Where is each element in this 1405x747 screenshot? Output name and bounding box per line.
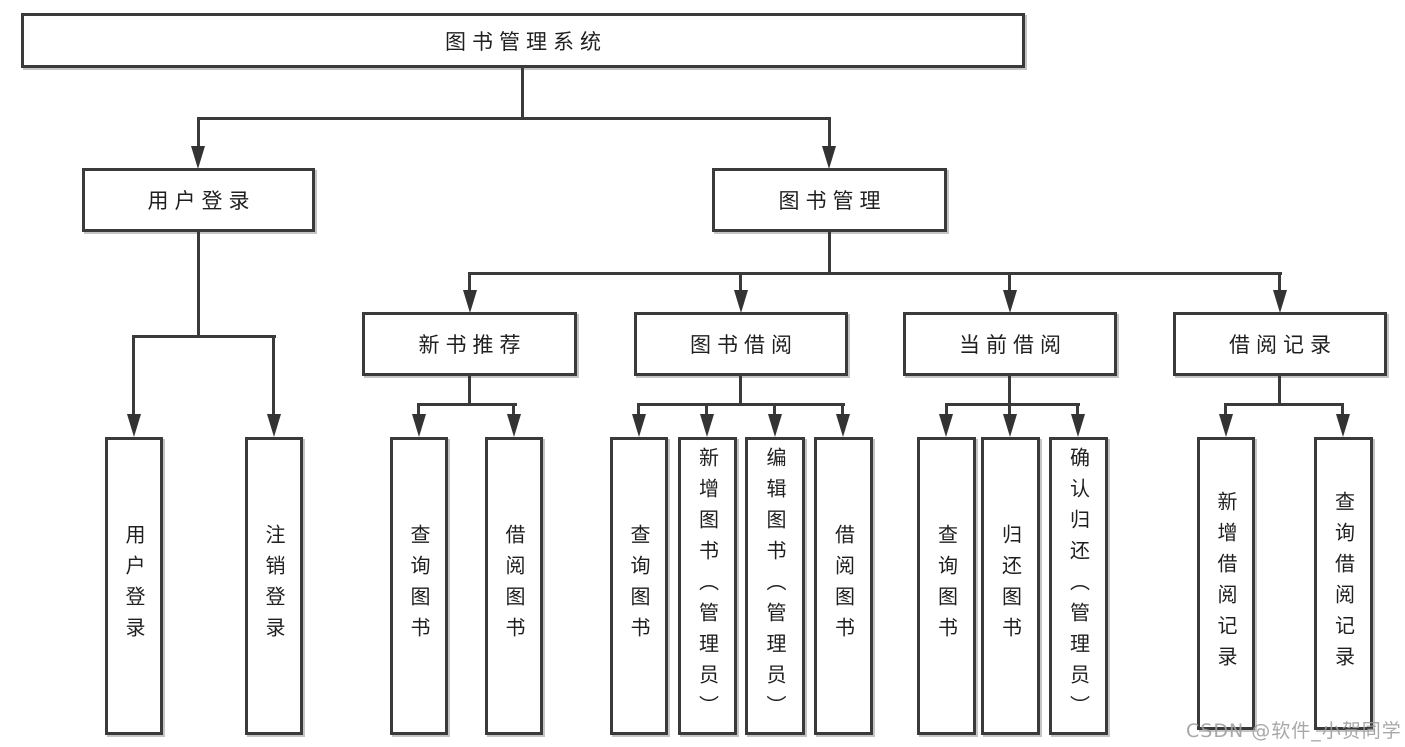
node-root: 图书管理系统 <box>21 13 1025 68</box>
node-book-management: 图书管理 <box>712 168 947 232</box>
node-borrow-records-label: 借阅记录 <box>1229 333 1337 357</box>
leaf-logout-label: 注销登录 <box>262 524 286 648</box>
leaf-borrow-lend-books: 借阅图书 <box>814 437 873 735</box>
connector-root-stem <box>521 68 524 119</box>
connector-recommend-stem <box>468 376 471 406</box>
connector-current-stem <box>1008 376 1011 406</box>
leaf-add-book-admin: 新增图书（管理员） <box>678 437 737 735</box>
connector-recommend-drop-1 <box>417 403 420 416</box>
leaf-add-borrow-record-label: 新增借阅记录 <box>1214 490 1238 677</box>
connector-recommend-drop-2 <box>512 403 515 416</box>
leaf-borrow-query-books: 查询图书 <box>610 437 668 735</box>
leaf-edit-book-admin: 编辑图书（管理员） <box>745 437 805 735</box>
leaf-logout: 注销登录 <box>245 437 303 735</box>
node-book-borrow-label: 图书借阅 <box>690 333 798 357</box>
node-new-book-recommend: 新书推荐 <box>362 312 577 376</box>
node-book-borrow: 图书借阅 <box>634 312 848 376</box>
arrowhead-recommend-borrow <box>507 414 521 437</box>
leaf-add-borrow-record: 新增借阅记录 <box>1197 437 1255 730</box>
leaf-return-books-label: 归还图书 <box>998 524 1023 648</box>
connector-level2-drop-right <box>828 117 831 148</box>
connector-current-drop-3 <box>1076 403 1079 416</box>
arrowhead-borrow-lend <box>836 414 850 437</box>
node-user-login: 用户登录 <box>82 168 315 232</box>
connector-user-rail <box>132 335 276 338</box>
connector-borrow-rail <box>637 403 845 406</box>
leaf-borrow-lend-books-label: 借阅图书 <box>831 524 856 648</box>
leaf-recommend-borrow-books-label: 借阅图书 <box>502 524 526 648</box>
connector-records-rail <box>1224 403 1344 406</box>
arrowhead-current-borrow <box>1003 290 1017 313</box>
arrowhead-leaf-logout <box>267 414 281 437</box>
connector-current-drop-2 <box>1008 403 1011 416</box>
connector-user-drop-2 <box>272 335 275 415</box>
connector-current-rail <box>945 403 1080 406</box>
arrowhead-borrow-query <box>632 414 646 437</box>
arrowhead-leaf-user-login <box>127 414 141 437</box>
node-book-management-label: 图书管理 <box>778 189 887 213</box>
arrowhead-user-login <box>191 146 205 169</box>
connector-recommend-rail <box>417 403 517 406</box>
arrowhead-borrow-records <box>1273 290 1287 313</box>
node-user-login-label: 用户登录 <box>147 189 256 213</box>
arrowhead-records-query <box>1336 414 1350 437</box>
connector-borrow-drop-3 <box>773 403 776 416</box>
connector-borrow-stem <box>739 376 742 406</box>
leaf-query-borrow-record: 查询借阅记录 <box>1314 437 1373 730</box>
leaf-confirm-return-admin-label: 确认归还（管理员） <box>1066 446 1091 726</box>
connector-records-drop-1 <box>1224 403 1227 416</box>
leaf-confirm-return-admin: 确认归还（管理员） <box>1049 437 1108 735</box>
arrowhead-current-query <box>939 414 953 437</box>
connector-book-stem <box>828 232 831 275</box>
connector-records-drop-2 <box>1341 403 1344 416</box>
connector-level3-rail <box>468 272 1282 275</box>
leaf-borrow-query-books-label: 查询图书 <box>627 524 651 648</box>
arrowhead-records-add <box>1219 414 1233 437</box>
leaf-recommend-query-books-label: 查询图书 <box>407 524 431 648</box>
connector-borrow-drop-4 <box>841 403 844 416</box>
connector-borrow-drop-2 <box>705 403 708 416</box>
connector-level3-drop-4 <box>1278 272 1281 291</box>
arrowhead-book-management <box>822 146 836 169</box>
arrowhead-borrow-add <box>700 414 714 437</box>
connector-level3-drop-1 <box>468 272 471 291</box>
node-root-label: 图书管理系统 <box>445 29 607 54</box>
node-current-borrow-label: 当前借阅 <box>959 333 1067 357</box>
leaf-recommend-query-books: 查询图书 <box>390 437 448 735</box>
connector-user-stem <box>197 232 200 338</box>
node-new-book-recommend-label: 新书推荐 <box>418 333 527 357</box>
csdn-watermark: CSDN @软件_小贺同学 <box>1186 720 1402 742</box>
leaf-current-query-books: 查询图书 <box>917 437 976 735</box>
connector-records-stem <box>1278 376 1281 406</box>
leaf-recommend-borrow-books: 借阅图书 <box>485 437 543 735</box>
node-current-borrow: 当前借阅 <box>903 312 1117 376</box>
leaf-edit-book-admin-label: 编辑图书（管理员） <box>763 446 787 726</box>
arrowhead-new-book-recommend <box>463 290 477 313</box>
connector-user-drop-1 <box>132 335 135 415</box>
leaf-return-books: 归还图书 <box>981 437 1040 735</box>
connector-level3-drop-3 <box>1008 272 1011 291</box>
arrowhead-recommend-query <box>412 414 426 437</box>
leaf-current-query-books-label: 查询图书 <box>934 524 959 648</box>
connector-current-drop-1 <box>945 403 948 416</box>
arrowhead-borrow-edit <box>768 414 782 437</box>
connector-level2-rail <box>197 117 831 120</box>
leaf-user-login: 用户登录 <box>105 437 163 735</box>
arrowhead-book-borrow <box>734 290 748 313</box>
leaf-user-login-label: 用户登录 <box>122 524 146 648</box>
leaf-query-borrow-record-label: 查询借阅记录 <box>1331 490 1356 677</box>
connector-level3-drop-2 <box>739 272 742 291</box>
arrowhead-current-confirm <box>1071 414 1085 437</box>
node-borrow-records: 借阅记录 <box>1173 312 1387 376</box>
leaf-add-book-admin-label: 新增图书（管理员） <box>695 446 720 726</box>
connector-borrow-drop-1 <box>637 403 640 416</box>
arrowhead-current-return <box>1003 414 1017 437</box>
connector-level2-drop-left <box>197 117 200 148</box>
